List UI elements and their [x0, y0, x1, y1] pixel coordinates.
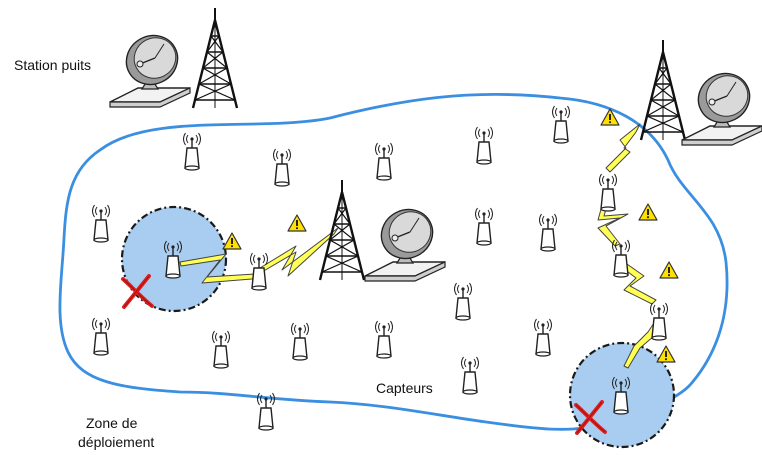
lightning-link-icon	[179, 123, 661, 369]
deployment-zone-label-line2: déploiement	[78, 434, 154, 450]
sink-station-label: Station puits	[14, 57, 91, 73]
deployment-zone-label-line1: Zone de	[86, 415, 138, 431]
sensors-label: Capteurs	[376, 380, 433, 396]
